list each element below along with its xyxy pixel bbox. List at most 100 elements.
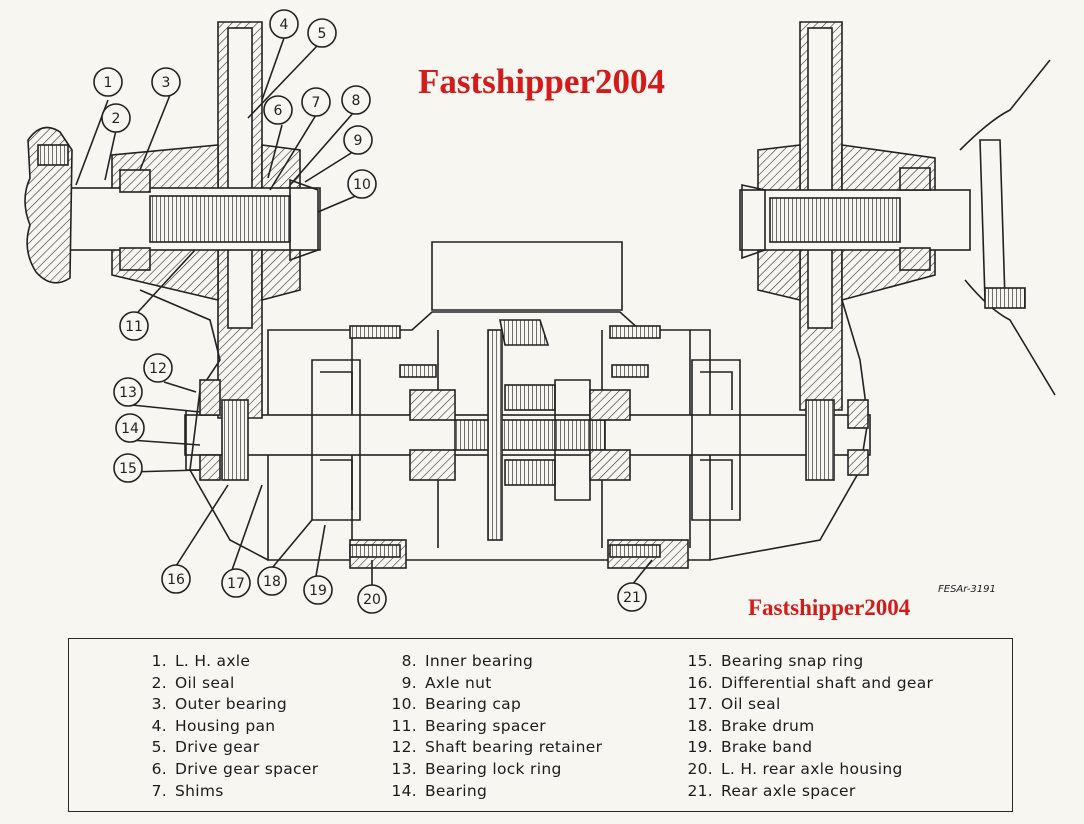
legend-item: 14. Bearing bbox=[387, 781, 602, 803]
legend-item: 20.L. H. rear axle housing bbox=[683, 759, 933, 781]
watermark-bottom: Fastshipper2004 bbox=[748, 595, 911, 620]
callout-label: 14 bbox=[121, 421, 139, 437]
legend-item-number: 15. bbox=[687, 652, 713, 670]
callout-4: 4 bbox=[269, 9, 299, 39]
legend-item-number: 21. bbox=[687, 781, 713, 800]
legend-item: 15. Bearing snap ring bbox=[683, 651, 933, 673]
callout-3: 3 bbox=[151, 67, 181, 97]
legend-item-label: Bearing lock ring bbox=[425, 759, 562, 778]
legend-item-label: Oil seal bbox=[721, 695, 781, 714]
callout-18: 18 bbox=[257, 566, 287, 596]
callout-label: 16 bbox=[167, 572, 185, 588]
callout-label: 17 bbox=[227, 576, 245, 592]
callout-8: 8 bbox=[341, 85, 371, 115]
callout-5: 5 bbox=[307, 18, 337, 48]
legend-item-number: 11. bbox=[391, 716, 417, 735]
callout-7: 7 bbox=[301, 87, 331, 117]
callout-label: 5 bbox=[318, 26, 327, 42]
legend-item-number: 17. bbox=[687, 695, 713, 714]
watermark-top: Fastshipper2004 bbox=[418, 62, 665, 101]
legend-item-label: Bearing snap ring bbox=[721, 652, 864, 670]
legend-item: 21. Rear axle spacer bbox=[683, 781, 933, 803]
legend-column-3: 15. Bearing snap ring 16. Differential shaf… bbox=[683, 651, 933, 802]
legend-item-number: 3. bbox=[151, 695, 167, 714]
legend-item: 6. Drive gear spacer bbox=[137, 759, 318, 781]
callout-label: 3 bbox=[162, 75, 171, 91]
callout-label: 15 bbox=[119, 461, 137, 477]
legend-item-label: L. H. axle bbox=[175, 652, 251, 670]
legend-item: 10.Bearing cap bbox=[387, 694, 602, 716]
legend-item-label: Drive gear bbox=[175, 738, 260, 757]
legend-item: 2. Oil seal bbox=[137, 673, 318, 695]
callout-label: 6 bbox=[274, 103, 283, 119]
legend-item-label: Shims bbox=[175, 781, 224, 800]
callout-label: 21 bbox=[623, 590, 641, 606]
callout-15: 15 bbox=[113, 453, 143, 483]
legend-item-label: Shaft bearing retainer bbox=[425, 738, 603, 757]
callout-1: 1 bbox=[93, 67, 123, 97]
legend-item-number: 4. bbox=[151, 716, 167, 735]
legend-item-label: Bearing bbox=[425, 781, 488, 800]
legend-item-number: 5. bbox=[151, 738, 167, 757]
callout-17: 17 bbox=[221, 568, 251, 598]
callout-13: 13 bbox=[113, 377, 143, 407]
legend-item-number: 16. bbox=[687, 673, 713, 692]
legend-item-label: Bearing cap bbox=[425, 695, 522, 714]
callout-21: 21 bbox=[617, 582, 647, 612]
legend-item: 9.Axle nut bbox=[387, 673, 602, 695]
legend-item-label: Drive gear spacer bbox=[175, 759, 319, 778]
callout-label: 11 bbox=[125, 319, 143, 335]
callout-19: 19 bbox=[303, 575, 333, 605]
callout-10: 10 bbox=[347, 169, 377, 199]
callout-label: 1 bbox=[104, 75, 113, 91]
callout-6: 6 bbox=[263, 95, 293, 125]
legend-item-label: Brake band bbox=[721, 738, 813, 757]
legend-item: 19. Brake band bbox=[683, 737, 933, 759]
callout-label: 10 bbox=[353, 177, 371, 193]
legend-item-number: 7. bbox=[151, 781, 167, 800]
legend-item-label: Inner bearing bbox=[425, 652, 534, 670]
callout-9: 9 bbox=[343, 125, 373, 155]
legend-item-label: Brake drum bbox=[721, 716, 815, 735]
legend-item-label: Oil seal bbox=[175, 673, 235, 692]
legend-item-label: L. H. rear axle housing bbox=[721, 759, 903, 778]
legend-item: 5. Drive gear bbox=[137, 737, 318, 759]
callout-label: 20 bbox=[363, 592, 381, 608]
callout-label: 2 bbox=[112, 111, 121, 127]
figure-code: FESAr-3191 bbox=[938, 584, 996, 595]
legend-item-label: Differential shaft and gear bbox=[721, 673, 934, 692]
callout-label: 12 bbox=[149, 361, 167, 377]
legend-item-number: 2. bbox=[151, 673, 167, 692]
callout-11: 11 bbox=[119, 311, 149, 341]
legend-item: 12.Shaft bearing retainer bbox=[387, 737, 602, 759]
callout-16: 16 bbox=[161, 564, 191, 594]
legend-item-number: 1. bbox=[151, 652, 167, 670]
legend-item: 7. Shims bbox=[137, 781, 318, 803]
legend-item-number: 19. bbox=[687, 738, 713, 757]
legend-item-label: Housing pan bbox=[175, 716, 276, 735]
legend-item-number: 13. bbox=[391, 759, 417, 778]
callout-2: 2 bbox=[101, 103, 131, 133]
legend-item: 13. Bearing lock ring bbox=[387, 759, 602, 781]
legend-item: 18.Brake drum bbox=[683, 716, 933, 738]
callout-label: 9 bbox=[354, 133, 363, 149]
callout-12: 12 bbox=[143, 353, 173, 383]
callout-label: 13 bbox=[119, 385, 137, 401]
legend-item: 8.Inner bearing bbox=[387, 651, 602, 673]
legend-item-label: Rear axle spacer bbox=[721, 781, 856, 800]
legend-item-number: 9. bbox=[401, 673, 417, 692]
callout-label: 8 bbox=[352, 93, 361, 109]
callout-14: 14 bbox=[115, 413, 145, 443]
legend-item-number: 14. bbox=[391, 781, 417, 800]
callout-label: 19 bbox=[309, 583, 327, 599]
diagram-linework bbox=[24, 21, 1056, 586]
legend-item: 3.Outer bearing bbox=[137, 694, 318, 716]
legend-item-number: 6. bbox=[151, 759, 167, 778]
callout-20: 20 bbox=[357, 584, 387, 614]
callout-label: 4 bbox=[280, 17, 289, 33]
